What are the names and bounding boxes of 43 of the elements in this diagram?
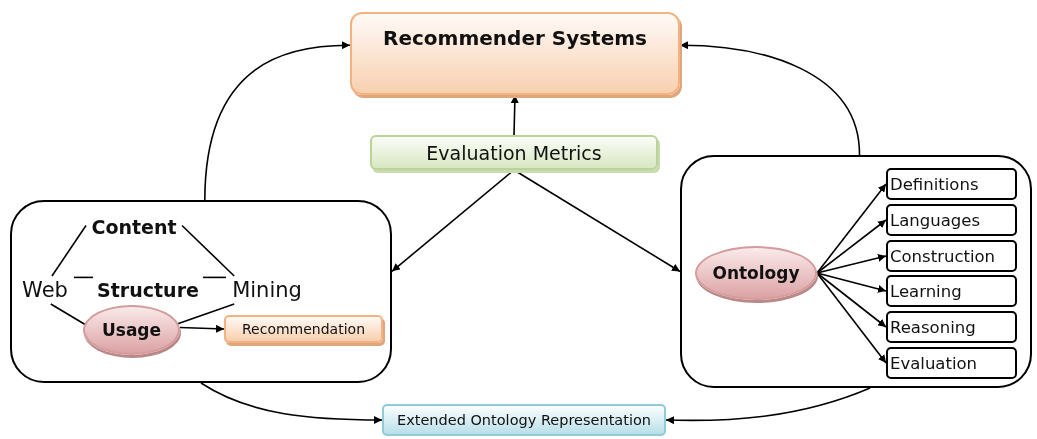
arrow [200, 382, 383, 424]
arrow [665, 387, 871, 425]
word-label: Content [86, 212, 182, 242]
title-box [350, 12, 680, 95]
box-label: Learning [890, 281, 962, 301]
arrow [816, 254, 887, 274]
arrow [816, 183, 887, 274]
group-panel [680, 155, 1032, 388]
box-label: Recommender Systems [383, 26, 647, 50]
box-label: Usage [101, 320, 162, 340]
arrow [179, 324, 225, 333]
process-box [382, 404, 666, 436]
box-label: Ontology [712, 263, 800, 283]
connector-line [181, 224, 235, 277]
word-label: Structure [93, 276, 203, 304]
box-label: Construction [890, 246, 996, 266]
box-label: Definitions [890, 174, 979, 194]
process-box [224, 315, 383, 343]
item-box [886, 168, 1017, 200]
item-box [886, 240, 1017, 272]
box-label: Recommendation [242, 321, 365, 337]
arrow [816, 272, 887, 293]
arrow [679, 41, 861, 156]
box-label: Reasoning [890, 317, 976, 337]
box-label: Evaluation Metrics [426, 141, 602, 164]
item-box [886, 275, 1017, 307]
process-box [370, 135, 658, 170]
arrow [816, 272, 887, 328]
connector-line [51, 224, 87, 277]
box-label: Extended Ontology Representation [396, 412, 652, 428]
arrow [816, 219, 887, 274]
arrow [204, 41, 351, 201]
word-label: Web [16, 276, 74, 304]
item-box [886, 311, 1017, 343]
connector-line [202, 276, 227, 279]
group-panel [10, 200, 392, 383]
box-label: Evaluation [890, 353, 978, 373]
item-box [886, 204, 1017, 236]
connector-line [73, 276, 94, 279]
item-box [886, 347, 1017, 379]
arrow [816, 272, 887, 364]
box-label: Languages [890, 210, 981, 230]
word-label: Mining [226, 276, 308, 304]
